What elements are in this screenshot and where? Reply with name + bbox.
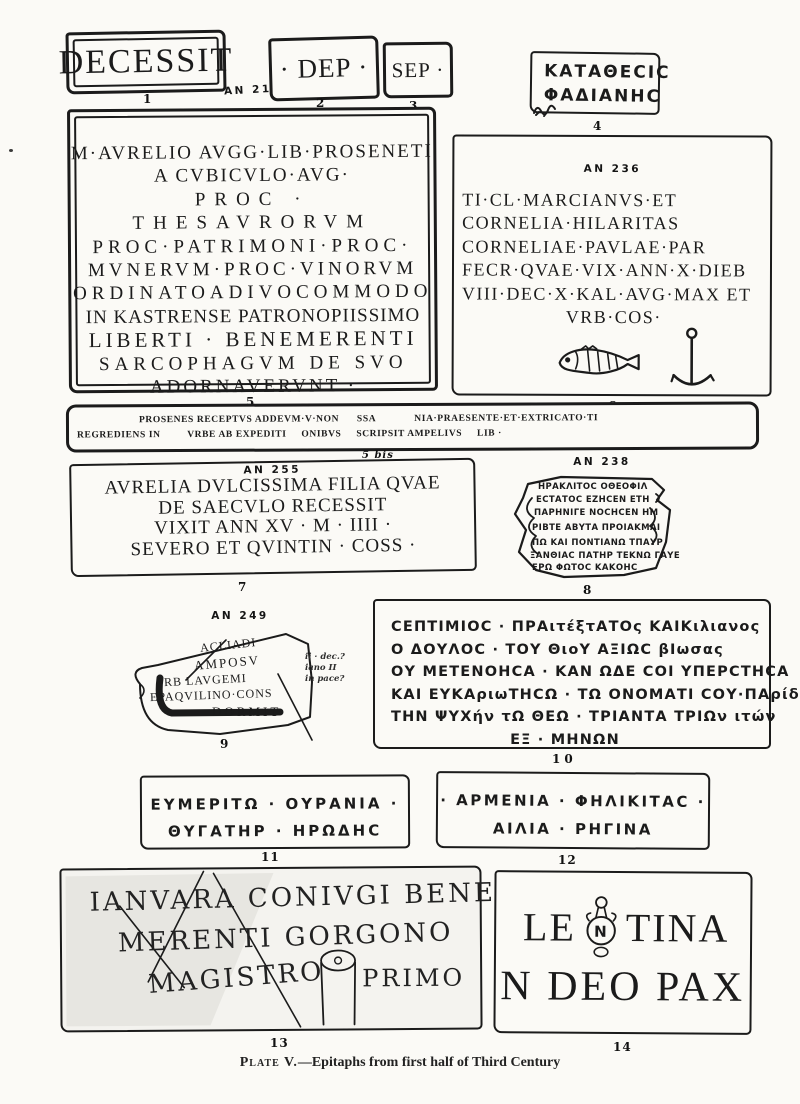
inscription-line: ΞΑΝΘΙΑC ΠΑΤΗΡ ΤΕΚΝΩ ΓΑΥΕ (530, 551, 681, 561)
stone-fragment-outline (134, 633, 313, 741)
fish-icon (558, 345, 640, 375)
inscription-line: ΟΥ ΜΕΤΕΝΟΗCΑ · ΚΑΝ ΩΔΕ CΟΙ ΥΠΕΡCΤΗCΑ (391, 664, 790, 681)
inscription-8: ΗΡΑΚΛΙΤΟC ΟΘΕΟΦΙΛ ΕCΤΑΤΟC ΕΖΗCΕΝ ΕΤΗ ΠΑΡ… (506, 470, 682, 584)
inscription-line: ΚΑΙ ΕΥΚΑριωΤΗCΩ · ΤΩ ΟΝΟΜΑΤΙ CΟΥ·ΠΑρίδωκ (391, 686, 800, 703)
inscription-line: M·AVRELIO AVGG·LIB·PROSENETI (70, 140, 433, 165)
inscription-line: PROC · THESAVRORVM (132, 188, 373, 235)
figure-number-13: 13 (270, 1036, 289, 1050)
inscription-2-text: · DEP · (279, 51, 369, 85)
inscription-5: M·AVRELIO AVGG·LIB·PROSENETI A CVBICVLO·… (67, 106, 438, 398)
inscription-line: CΕΠΤΙΜΙΟC · ΠΡΑιτέξτΑΤΟς ΚΑΙΚιλιανος (391, 619, 761, 635)
margin-note: ii · dec.? (305, 652, 345, 662)
inscription-text-right: TINA (625, 904, 730, 951)
inscription-line: PROC·PATRIMONI·PROC· (92, 234, 413, 258)
inscription-line: ΠΩ ΚΑΙ ΠΟΝΤΙΑΝΩ ΤΠΑΥΡ (532, 538, 664, 548)
figure-number-8: 8 (583, 583, 593, 597)
inscription-line: ΡΙΒΤΕ ΑΒΥΤΑ ΠΡΟΙΑΚΜΑΙ (532, 523, 661, 533)
inscription-11: ΕΥΜΕΡΙΤΩ · ΟΥΡΑΝΙΑ · ΘΥΓΑΤΗΡ · ΗΡΩΔΗC (139, 774, 411, 850)
figure-number-5bis: 5 bis (362, 450, 394, 461)
inscription-10: CΕΠΤΙΜΙΟC · ΠΡΑιτέξτΑΤΟς ΚΑΙΚιλιανος Ο Δ… (373, 599, 800, 749)
plate-caption-title: Plate V. (239, 1055, 298, 1070)
inscription-14: LE N TINA N DEO PAX (493, 870, 753, 1035)
inscription-line: SARCOPHAGVM DE SVO (98, 351, 408, 375)
inscription-line: CORNELIA·HILARITAS (462, 212, 680, 234)
inscription-line: ORDINATOADIVOCOMMODO (73, 281, 433, 305)
plate-caption: Plate V.—Epitaphs from first half of Thi… (0, 1055, 800, 1071)
inscription-line: CORNELIAE·PAVLAE·PAR (462, 236, 707, 258)
inscription-line: A CVBICVLO·AVG· (153, 164, 351, 188)
figure-number-11: 11 (261, 850, 280, 864)
inscription-line: ΑΙΛΙΑ · ΡΗΓΙΝΑ (492, 819, 653, 839)
inscription-5bis: PROSENES RECEPTVS ADDEVM·V·NON SSA NIA·P… (65, 401, 760, 453)
figure-number-2: 2 (316, 96, 326, 110)
inscription-line: Ο ΔΟΥΛΟC · ΤΟΥ ΘιοΥ ΑΞΙΩC βΙωσας (391, 641, 724, 658)
inscription-line: ΕΞ · ΜΗΝΩΝ (510, 731, 620, 748)
inscription-line: · ΑΡΜΕΝΙΑ · ΦΗΛΙΚΙΤΑC · (440, 791, 706, 811)
inscription-line: MVNERVM·PROC·VINORVM (87, 257, 418, 282)
figure-number-12: 12 (558, 853, 577, 867)
scribble-icon (533, 104, 556, 117)
flask-icon: N (585, 896, 617, 958)
inscription-line: ΠΑΡΗΝΙΓΕ ΝΟCΗCΕΝ ΗΜ (534, 508, 659, 518)
figure-number-5: 5 (246, 395, 256, 409)
inscription-1-text: DECESSIT (58, 41, 234, 82)
inscription-6: AN 236 TI·CL·MARCIANVS·ET CORNELIA·HILAR… (451, 134, 773, 397)
figure-number-9: 9 (220, 737, 230, 751)
inscription-line: FECR·QVAE·VIX·ANN·X·DIEB (461, 259, 747, 281)
inscription-line: PROSENES RECEPTVS ADDEVM·V·NON SSA NIA·P… (138, 413, 599, 426)
inscription-1: DECESSIT (58, 29, 234, 95)
inscription-line: DORMIT (212, 704, 282, 719)
inscription-line: ΤΗΝ ΨΥΧήν τΩ ΘΕΩ · ΤΡΙΑΝΤΑ ΤΡΙΩν ιτών (391, 709, 777, 726)
inscription-line: ΕΡΩ ΦΩΤΟC ΚΑΚΟΗC (532, 563, 638, 573)
inscription-line: ΘΥΓΑΤΗΡ · ΗΡΩΔΗC (167, 821, 383, 841)
inscription-line: ΕΥΜΕΡΙΤΩ · ΟΥΡΑΝΙΑ · (150, 794, 400, 814)
inscription-2: · DEP · (268, 35, 380, 102)
inscription-7: AN 255 AVRELIA DVLCISSIMA FILIA QVAE DE … (69, 457, 477, 578)
inscription-line: VRB·COS· (565, 306, 662, 328)
inscription-9: ACLIADI AMPOSV RB LAVGEMI EPAQVILINO·CON… (128, 622, 328, 746)
inscription-line: ΚΑΤΑΘΕCΙC (544, 61, 671, 84)
inscription-3-text: SEP · (391, 57, 445, 82)
figure-number-1: 1 (143, 92, 153, 106)
inscription-12: · ΑΡΜΕΝΙΑ · ΦΗΛΙΚΙΤΑC · ΑΙΛΙΑ · ΡΗΓΙΝΑ (435, 771, 711, 850)
inscription-line: VIII·DEC·X·KAL·AVG·MAX ET (461, 283, 752, 305)
inscription-line: PRIMO (362, 963, 466, 993)
stray-ink-dot (9, 149, 13, 152)
inscription-line: LE N TINA (502, 894, 750, 960)
catalog-ref-238: AN 238 (573, 456, 631, 468)
column-icon (320, 949, 356, 1026)
inscription-line: ΗΡΑΚΛΙΤΟC ΟΘΕΟΦΙΛ (538, 482, 648, 492)
figure-number-14: 14 (613, 1040, 632, 1054)
slab-shading-and-cracks (65, 870, 356, 1028)
inscription-3: SEP · (382, 41, 454, 99)
inscription-line: ΕCΤΑΤΟC ΕΖΗCΕΝ ΕΤΗ (536, 495, 650, 505)
stone-fragment-outline (513, 475, 672, 579)
flask-letter: N (594, 923, 608, 941)
inscription-text-left: LE (522, 903, 577, 950)
anchor-icon (670, 327, 715, 386)
figure-number-4: 4 (593, 119, 603, 133)
margin-note: in pace? (305, 674, 345, 684)
inscription-line: N DEO PAX (500, 963, 746, 1011)
inscription-13: IANVARA CONIVGI BENE MERENTI GORGONO MAG… (59, 865, 496, 1033)
inscription-line: LIBERTI · BENEMERENTI (88, 326, 418, 353)
plate-caption-text: —Epitaphs from first half of Third Centu… (297, 1055, 561, 1070)
margin-note: iano II (305, 663, 337, 673)
figure-number-10: 10 (552, 752, 577, 766)
inscription-line: SEVERO ET QVINTIN · COSS · (130, 534, 417, 560)
catalog-ref-236: AN 236 (583, 162, 642, 176)
margin-notes: ii · dec.? iano II in pace? (305, 652, 385, 685)
inscription-line: TI·CL·MARCIANVS·ET (462, 189, 678, 211)
figure-number-7: 7 (238, 580, 248, 594)
inscription-line: REGREDIENS IN VRBE AB EXPEDITI ONIBVS SC… (77, 428, 502, 441)
catalog-ref-249: AN 249 (211, 610, 269, 622)
